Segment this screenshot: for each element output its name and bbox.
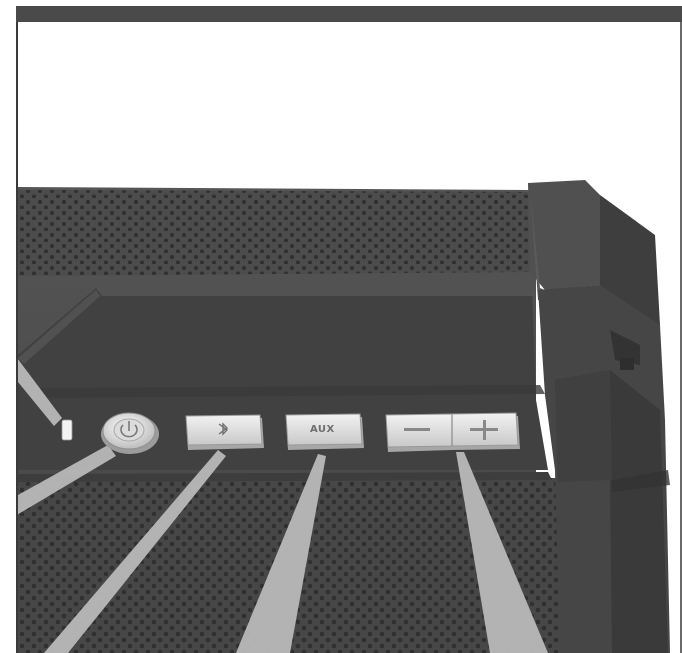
end-cap-upper: [528, 180, 600, 290]
volume-down-button[interactable]: [386, 414, 452, 452]
led-indicator-icon: [62, 420, 72, 440]
volume-up-button[interactable]: [452, 413, 520, 450]
frame-left-border: [16, 6, 18, 653]
bluetooth-button[interactable]: [186, 415, 264, 450]
aux-label: AUX: [310, 424, 335, 435]
frame-top-bar: [16, 6, 682, 22]
minus-icon: [404, 428, 430, 431]
